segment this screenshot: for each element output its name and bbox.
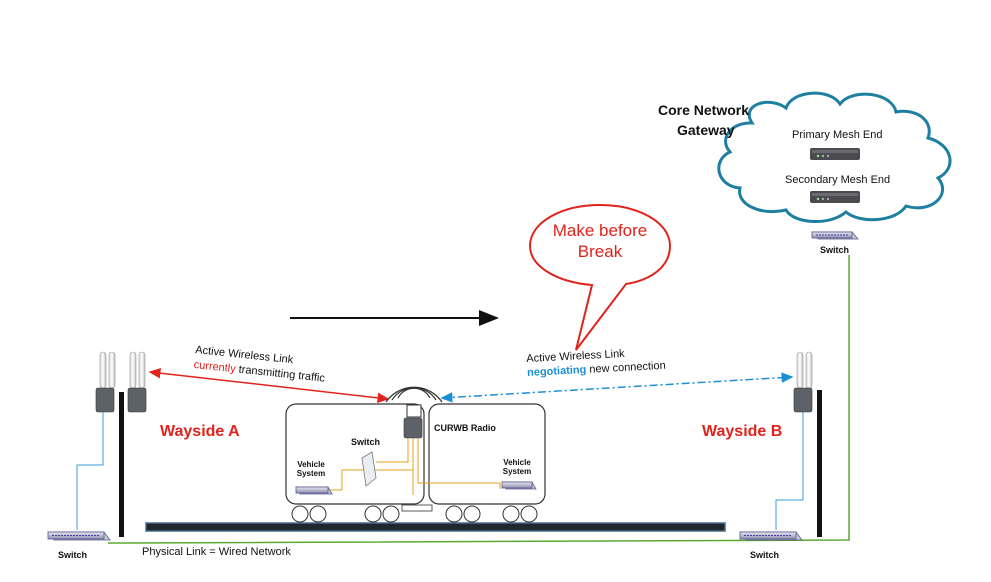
core-switch — [811, 231, 859, 240]
link-a-highlight: currently — [193, 358, 237, 376]
wayside-b-pole — [817, 390, 822, 537]
train-car-2 — [428, 403, 546, 505]
link-b-highlight: negotiating — [526, 363, 587, 379]
wayside-b-switch-label: Switch — [750, 550, 780, 560]
vehicle-system-1-label: Vehicle System — [294, 460, 328, 478]
wayside-a-switch — [47, 531, 111, 541]
vehicle-system-1-device — [295, 486, 333, 495]
speech-bubble — [528, 203, 672, 351]
core-switch-label: Switch — [820, 245, 850, 255]
wayside-b-antennas — [793, 351, 813, 413]
wayside-a-pole — [119, 392, 124, 537]
wayside-b-label: Wayside B — [702, 423, 783, 440]
primary-mesh-end-label: Primary Mesh End — [792, 129, 883, 141]
rail-track — [145, 522, 726, 532]
vehicle-system-2-label: Vehicle System — [500, 458, 534, 476]
negotiating-wireless-link-b — [440, 372, 794, 403]
vehicle-system-2-line1: Vehicle — [503, 458, 531, 467]
train — [285, 386, 546, 523]
wayside-a-antennas — [95, 351, 147, 413]
bubble-line1: Make before — [552, 221, 648, 240]
wayside-a-label: Wayside A — [160, 423, 240, 440]
secondary-mesh-end-label: Secondary Mesh End — [785, 174, 891, 186]
bubble-line2: Break — [577, 242, 623, 261]
curwb-radio-label: CURWB Radio — [434, 423, 496, 433]
vehicle-system-2-line2: System — [502, 467, 532, 476]
secondary-mesh-end-device — [810, 191, 860, 203]
active-wireless-link-a — [148, 367, 390, 404]
vehicle-system-2-device — [501, 481, 537, 490]
vehicle-system-1-line2: System — [296, 469, 326, 478]
wayside-a-switch-label: Switch — [58, 550, 88, 560]
train-switch-label: Switch — [351, 437, 381, 447]
physical-link-label: Physical Link = Wired Network — [142, 546, 291, 558]
vehicle-system-1-line1: Vehicle — [297, 460, 325, 469]
wired-network-line — [108, 255, 850, 544]
speech-bubble-text: Make before Break — [540, 220, 660, 262]
primary-mesh-end-device — [810, 148, 860, 160]
train-car-1 — [285, 403, 425, 505]
wayside-b-switch — [739, 531, 803, 541]
core-title-line1: Core Network — [658, 102, 750, 118]
core-title-line2: Gateway — [677, 122, 735, 138]
